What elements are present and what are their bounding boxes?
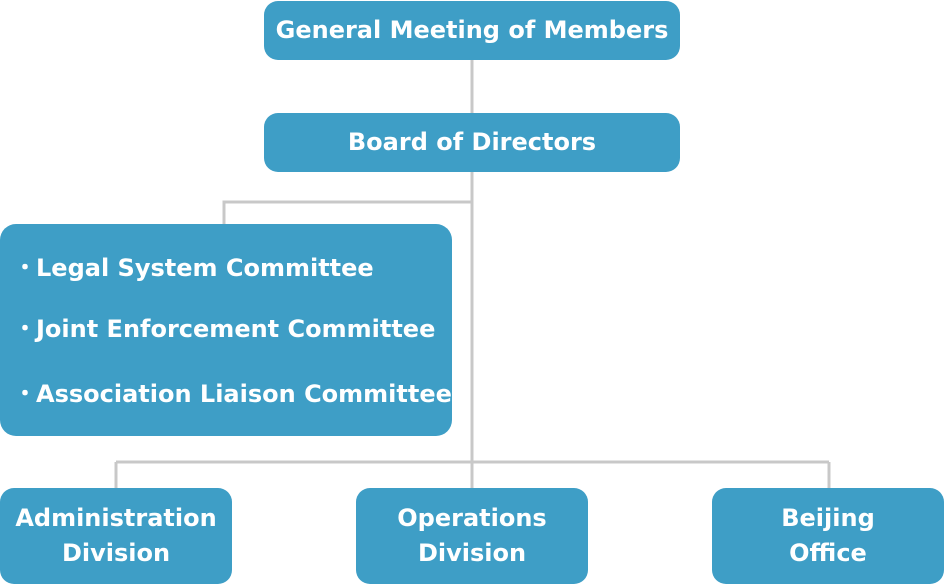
connector-board-committees (222, 200, 472, 224)
bullet-icon: ・ (14, 316, 37, 342)
division-label-line1: Beijing (781, 504, 875, 532)
division-label-line2: Division (417, 539, 527, 567)
committee-label: Legal System Committee (36, 253, 374, 282)
general-meeting-box: General Meeting of Members (264, 1, 680, 60)
division-label-line2: Office (789, 539, 867, 567)
division-label-line1: Operations (397, 504, 547, 532)
committee-item-association-liaison: ・ Association Liaison Committee (14, 376, 452, 412)
general-meeting-label: General Meeting of Members (275, 16, 669, 44)
operations-division-box: Operations Division (356, 488, 588, 584)
committee-item-joint-enforcement: ・ Joint Enforcement Committee (14, 311, 452, 347)
board-of-directors-label: Board of Directors (347, 128, 597, 156)
bullet-icon: ・ (14, 255, 37, 281)
division-label-line1: Administration (15, 504, 217, 532)
committees-box: ・ Legal System Committee ・ Joint Enforce… (0, 224, 452, 436)
administration-division-box: Administration Division (0, 488, 232, 584)
beijing-office-box: Beijing Office (712, 488, 944, 584)
board-of-directors-box: Board of Directors (264, 113, 680, 172)
bullet-icon: ・ (14, 381, 37, 407)
committee-item-legal-system: ・ Legal System Committee (14, 250, 452, 286)
division-label-line2: Division (61, 539, 171, 567)
committee-label: Association Liaison Committee (36, 379, 452, 408)
committee-label: Joint Enforcement Committee (36, 314, 436, 343)
